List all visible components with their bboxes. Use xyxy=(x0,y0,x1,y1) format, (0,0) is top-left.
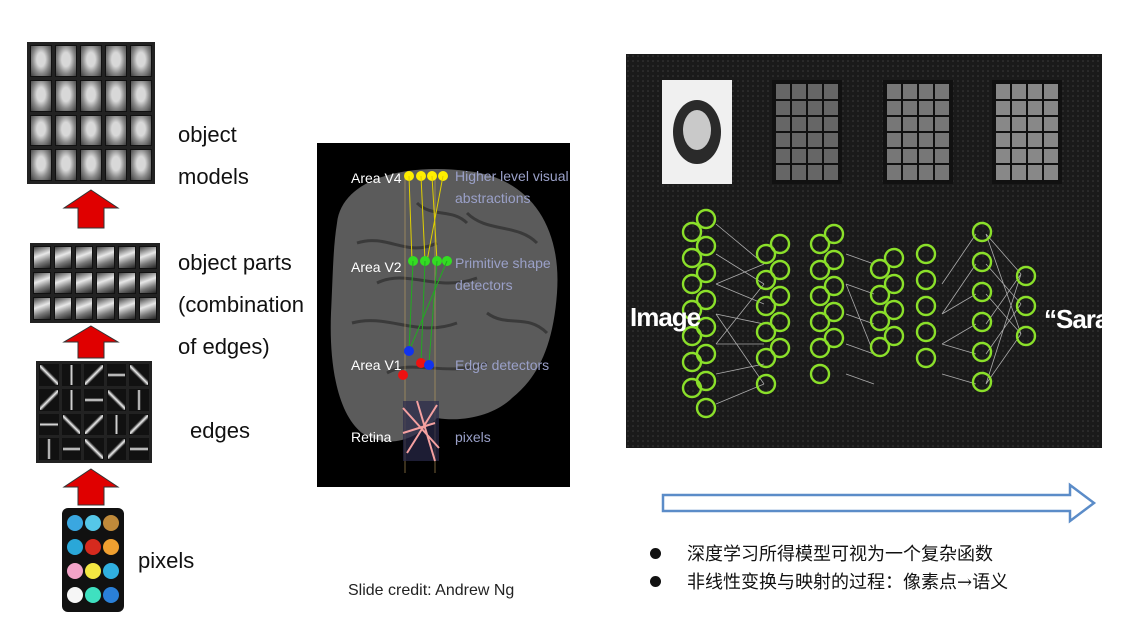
network-panel: Image “Sara” xyxy=(626,54,1121,448)
bullet-dot-icon xyxy=(650,575,661,587)
brain-retina-label: Retina xyxy=(351,429,392,445)
v1-nodes xyxy=(398,346,434,380)
bullet-list: 深度学习所得模型可视为一个复杂函数 非线性变换与映射的过程：像素点→语义 xyxy=(650,540,1008,594)
brain-v2-desc: Primitive shape detectors xyxy=(455,252,551,296)
brain-v4-desc: Higher level visual abstractions xyxy=(455,165,569,209)
network-input-label: Image xyxy=(630,302,701,332)
object-parts-line-1: object parts xyxy=(178,250,292,275)
object-parts-image xyxy=(30,243,160,323)
brain-v4-desc-line-1: Higher level visual xyxy=(455,168,569,184)
brain-illustration xyxy=(330,168,558,473)
network-neurons xyxy=(681,208,1037,419)
brain-retina-desc: pixels xyxy=(455,429,491,445)
up-arrow-1-shape xyxy=(62,189,120,229)
object-models-label: object models xyxy=(178,122,249,189)
bullet-item-2: 非线性变换与映射的过程：像素点→语义 xyxy=(650,568,1008,594)
bullet-text-1: 深度学习所得模型可视为一个复杂函数 xyxy=(687,544,993,565)
bullet-item-1: 深度学习所得模型可视为一个复杂函数 xyxy=(650,540,1008,566)
feature-map-2 xyxy=(883,80,953,184)
object-parts-line-2: (combination xyxy=(178,292,304,317)
edges-image xyxy=(36,361,152,463)
feature-map-1 xyxy=(772,80,842,184)
feature-map-3 xyxy=(992,80,1062,184)
up-arrow-3-shape xyxy=(62,468,120,506)
brain-v2-desc-line-2: detectors xyxy=(455,277,513,293)
up-arrow-2-shape xyxy=(62,325,120,359)
brain-v2-desc-line-1: Primitive shape xyxy=(455,255,551,271)
brain-area-v1-label: Area V1 xyxy=(351,357,402,373)
face-photo xyxy=(662,80,732,184)
object-parts-line-3: of edges) xyxy=(178,334,270,359)
brain-panel: Area V4 Area V2 Area V1 Retina Higher le… xyxy=(317,143,570,487)
brain-v4-desc-line-2: abstractions xyxy=(455,190,531,206)
brain-shape xyxy=(330,168,558,442)
brain-area-v2-label: Area V2 xyxy=(351,259,402,275)
object-parts-label: object parts (combination of edges) xyxy=(178,242,304,368)
network-output-label: “Sara” xyxy=(1044,304,1121,334)
network-connections xyxy=(715,223,1022,405)
pixels-label: pixels xyxy=(138,548,195,573)
pixels-image xyxy=(62,508,124,612)
hierarchy-panel: object models object parts (combination … xyxy=(0,0,304,641)
up-arrow-1 xyxy=(62,189,120,229)
bullet-dot-icon xyxy=(650,547,661,559)
up-arrow-2 xyxy=(62,325,120,359)
up-arrow-3 xyxy=(62,468,120,506)
flow-arrow xyxy=(661,482,1097,524)
bullet-text-2: 非线性变换与映射的过程：像素点→语义 xyxy=(687,572,1009,593)
object-models-image xyxy=(27,42,155,184)
network-svg xyxy=(626,54,1102,448)
slide-credit: Slide credit: Andrew Ng xyxy=(348,582,515,599)
brain-v1-desc: Edge detectors xyxy=(455,357,550,373)
edges-label: edges xyxy=(190,418,250,443)
flow-arrow-shape xyxy=(661,482,1097,524)
brain-area-v4-label: Area V4 xyxy=(351,170,402,186)
